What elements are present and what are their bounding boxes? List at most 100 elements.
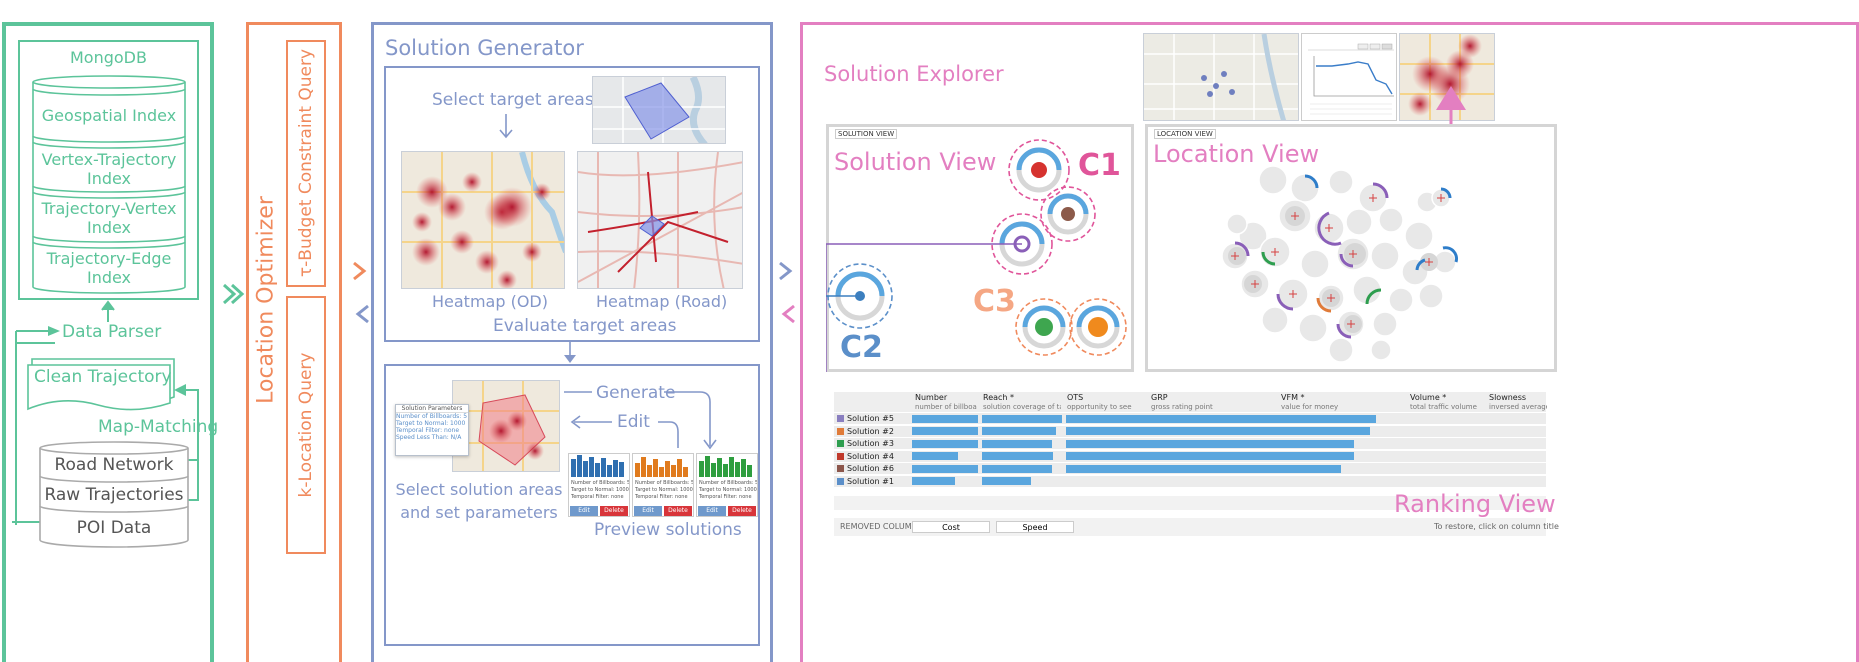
solution-label: Solution #1: [847, 476, 894, 486]
preview-delete-button[interactable]: Delete: [600, 506, 628, 516]
preview-row: Number of Billboards: 5: [571, 480, 629, 486]
traffic-line-chart-thumbnail[interactable]: [1301, 33, 1397, 121]
solution-area-box: [384, 364, 760, 646]
preview-delete-button[interactable]: Delete: [728, 506, 756, 516]
ranking-view-panel: [1231, 194, 1445, 328]
ranking-column-description: opportunity to see: [1067, 403, 1132, 411]
mongodb-box: [18, 40, 199, 300]
solution-label: Solution #5: [847, 414, 894, 423]
location-view-tag: LOCATION VIEW: [1154, 129, 1216, 139]
solution-view-panel: [826, 124, 1134, 372]
score-bar: [1066, 439, 1354, 448]
ranking-column-description: number of billboards: [915, 403, 977, 411]
heatmap-road-map[interactable]: [577, 151, 743, 289]
generate-edit-arrows: [564, 391, 717, 450]
parameters-title: Solution Parameters: [396, 405, 468, 413]
index-trajectory-edge: Trajectory-Edge Index: [46, 249, 172, 287]
param-row: Temporal Filter: none: [396, 427, 460, 434]
cluster-c3-label: C3: [973, 284, 1016, 319]
location-glyph-cloud: [1221, 165, 1458, 363]
score-bar: [1066, 464, 1341, 473]
k-location-query-label: k-Location Query: [296, 352, 316, 498]
ranking-column-name[interactable]: Slowness: [1489, 393, 1527, 402]
ranking-column-name[interactable]: GRP: [1151, 393, 1168, 402]
generator-title: Solution Generator: [385, 36, 584, 60]
solution-color-swatch: [837, 415, 844, 422]
score-bar: [912, 477, 955, 485]
solution-glyphs: [826, 139, 1127, 372]
generate-label: Generate: [596, 383, 676, 403]
score-bar: [982, 452, 1053, 460]
ranking-empty-row: [834, 496, 1546, 510]
cluster-c2-label: C2: [840, 330, 883, 365]
select-target-label: Select target areas: [432, 90, 594, 110]
solution-color-swatch: [837, 452, 844, 460]
poi-data-label: POI Data: [76, 518, 152, 538]
budget-query-box: [286, 40, 326, 287]
ranking-column-name[interactable]: Volume *: [1410, 393, 1447, 402]
target-area-box: [384, 66, 760, 342]
restore-hint: To restore, click on column title: [1434, 522, 1559, 531]
preview-edit-button[interactable]: Edit: [698, 506, 726, 516]
optimizer-panel: [246, 22, 342, 662]
ranking-column-name[interactable]: VFM *: [1281, 393, 1305, 402]
location-view-title: Location View: [1153, 140, 1320, 168]
heatmap-od-map[interactable]: [401, 151, 565, 289]
score-bar: [1066, 414, 1376, 423]
ranking-column-description: total traffic volume: [1410, 403, 1477, 411]
storage-to-optimizer-arrow: [222, 283, 245, 305]
preview-row: Temporal Filter: none: [635, 494, 688, 500]
preview-delete-button[interactable]: Delete: [664, 506, 692, 516]
ranking-view-title: Ranking View: [1394, 490, 1556, 518]
preview-row: Temporal Filter: none: [699, 494, 752, 500]
preview-row: Number of Billboards: 5: [635, 480, 693, 486]
solution-label: Solution #3: [847, 439, 894, 448]
score-bar: [912, 464, 978, 473]
target-selection-map[interactable]: [592, 76, 726, 144]
solution-color-swatch: [837, 465, 844, 472]
select-solution-label: Select solution areas and set parameters: [395, 480, 563, 522]
clean-trajectory-label: Clean Trajectory: [34, 367, 172, 387]
ranking-header: [834, 392, 1546, 412]
solution-color-swatch: [837, 440, 844, 447]
ranking-column-description: value for money: [1281, 403, 1339, 411]
mongodb-title: MongoDB: [70, 48, 147, 67]
explorer-panel: [800, 22, 1859, 662]
preview-edit-button[interactable]: Edit: [570, 506, 598, 516]
score-bar: [1066, 452, 1354, 460]
score-bar: [912, 414, 978, 423]
solution-area-map[interactable]: [452, 380, 560, 472]
score-bar: [912, 427, 978, 435]
solution-color-swatch: [837, 427, 844, 435]
table-row[interactable]: [834, 475, 1546, 487]
evaluate-to-select-arrow: [564, 342, 576, 363]
param-row: Target to Normal: 1000: [396, 420, 466, 427]
removed-column-speed[interactable]: Speed: [996, 521, 1074, 533]
score-bar: [1066, 427, 1370, 435]
ranking-column-name[interactable]: Reach *: [983, 393, 1015, 402]
raw-data-stack: [39, 441, 189, 548]
preview-row: Target to Normal: 1000: [571, 487, 629, 493]
storage-panel: [2, 22, 214, 662]
preview-edit-button[interactable]: Edit: [634, 506, 662, 516]
clean-trajectory-doc: [27, 358, 175, 411]
ranking-column-name[interactable]: OTS: [1067, 393, 1084, 402]
map-matching-label: Map-Matching: [98, 417, 219, 437]
ranking-column-name[interactable]: Number: [915, 393, 948, 402]
score-bar: [982, 464, 1052, 473]
location-thumbnail-map[interactable]: [1143, 33, 1299, 121]
raw-trajectories-label: Raw Trajectories: [44, 485, 184, 505]
heatmap-road-label: Heatmap (Road): [596, 292, 728, 311]
index-vertex-trajectory: Vertex-Trajectory Index: [41, 150, 177, 188]
solution-view-title: Solution View: [834, 148, 997, 176]
index-trajectory-vertex: Trajectory-Vertex Index: [41, 199, 177, 237]
storage-arrows: [12, 300, 199, 525]
data-parser-label: Data Parser: [62, 322, 162, 342]
solution-label: Solution #4: [847, 451, 894, 461]
removed-columns-label: REMOVED COLUMNS:: [840, 522, 926, 531]
evaluate-label: Evaluate target areas: [493, 316, 677, 336]
edit-label: Edit: [617, 412, 650, 432]
solution-parameters-panel[interactable]: Solution Parameters Number of Billboards…: [395, 404, 469, 456]
removed-column-cost[interactable]: Cost: [912, 521, 990, 533]
ranking-column-description: solution coverage of target au: [983, 403, 1061, 411]
